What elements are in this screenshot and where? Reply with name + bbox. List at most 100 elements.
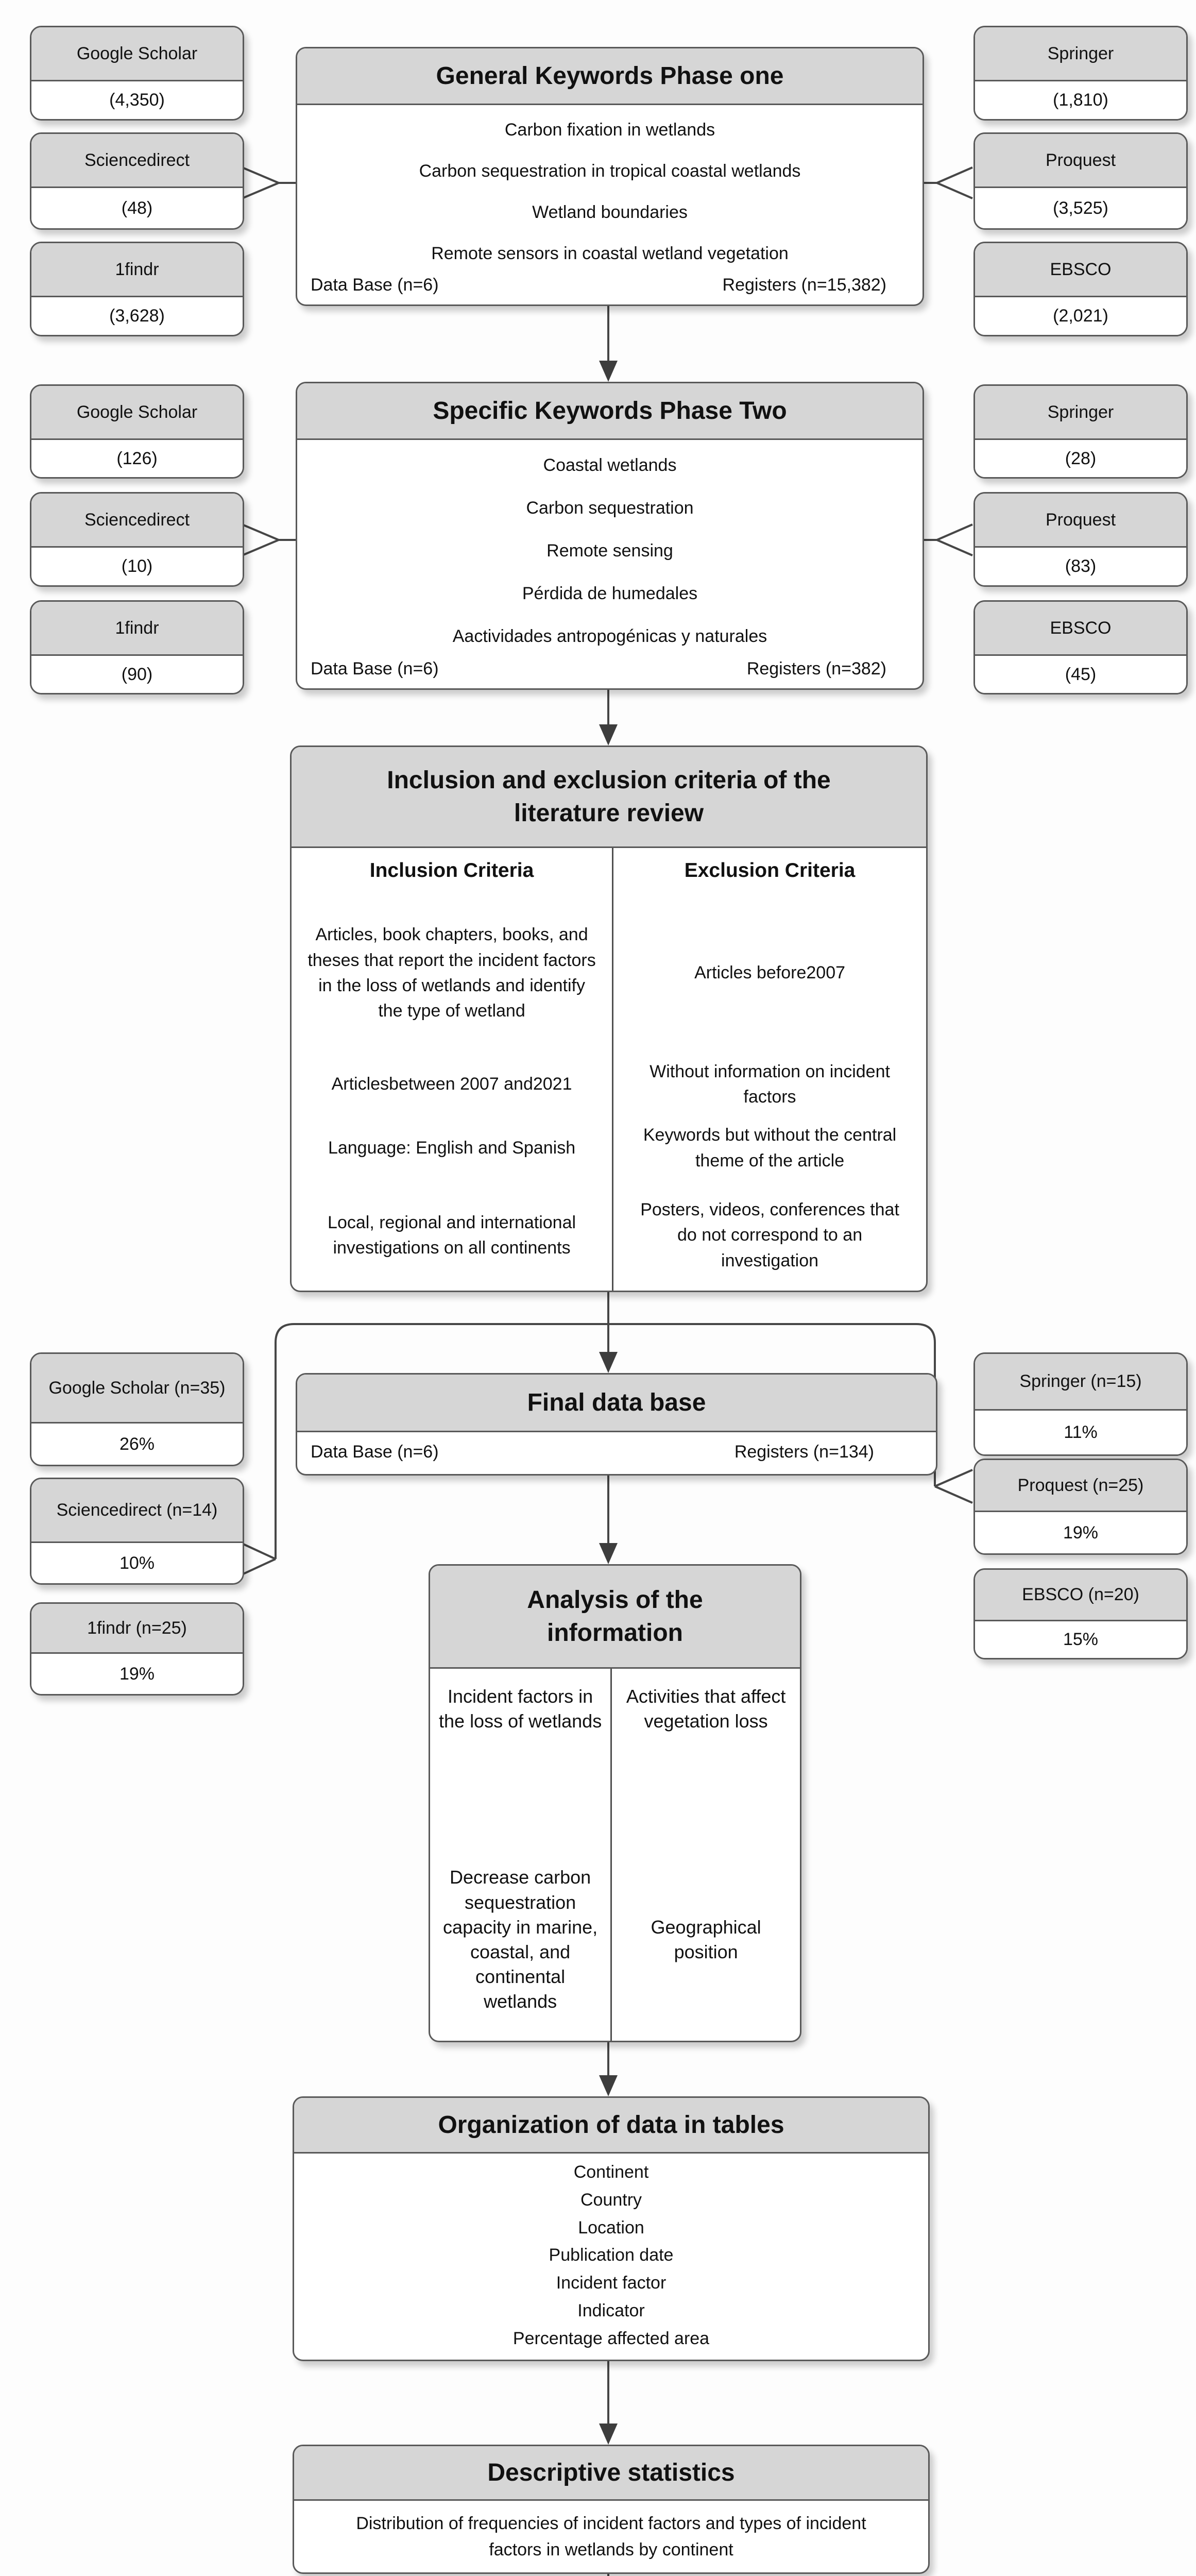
criteria-box: Inclusion and exclusion criteria of the … [290, 745, 928, 1292]
source-box-ebsco-phase2: EBSCO (45) [973, 600, 1188, 694]
source-name: Sciencedirect (n=14) [31, 1479, 243, 1543]
source-box-1findr-phase1: 1findr (3,628) [30, 242, 244, 336]
source-count: (90) [31, 656, 243, 693]
source-box-google-scholar-phase2: Google Scholar (126) [30, 384, 244, 479]
phase1-box: General Keywords Phase one Carbon fixati… [296, 47, 924, 306]
organization-box: Organization of data in tables Continent… [293, 2096, 930, 2361]
source-box-springer-final: Springer (n=15) 11% [973, 1352, 1188, 1456]
source-name: Proquest (n=25) [975, 1460, 1186, 1512]
source-name: Sciencedirect [31, 494, 243, 548]
merge-chevron-right-phase2 [921, 523, 973, 556]
organization-item: Percentage affected area [512, 2328, 710, 2348]
organization-item: Indicator [577, 2300, 645, 2320]
arrowhead [599, 1543, 618, 1564]
descriptive-box: Descriptive statistics Distribution of f… [293, 2445, 930, 2574]
keyword: Coastal wetlands [543, 455, 677, 475]
inclusion-criteria-header: Inclusion Criteria [369, 859, 534, 882]
registers-count-label: Registers (n=382) [746, 659, 886, 679]
phase2-keyword-list: Coastal wetlands Carbon sequestration Re… [297, 440, 922, 659]
descriptive-text: Distribution of frequencies of incident … [356, 2513, 866, 2560]
keyword: Wetland boundaries [532, 202, 688, 222]
inclusion-item: Articlesbetween 2007 and2021 [331, 1074, 572, 1094]
phase2-box: Specific Keywords Phase Two Coastal wetl… [296, 382, 924, 690]
analysis-item: Activities that affect vegetation loss [610, 1669, 800, 1839]
organization-item: Incident factor [556, 2273, 667, 2293]
keyword: Carbon sequestration [526, 498, 694, 518]
phase2-title: Specific Keywords Phase Two [297, 383, 922, 440]
exclusion-criteria-header: Exclusion Criteria [612, 848, 926, 893]
source-box-proquest-final: Proquest (n=25) 19% [973, 1459, 1188, 1555]
inclusion-item: Language: English and Spanish [328, 1138, 576, 1158]
source-name: Proquest [975, 494, 1186, 548]
source-count: (3,628) [31, 297, 243, 335]
source-name: Springer (n=15) [975, 1354, 1186, 1411]
analysis-item: Decrease carbon sequestration capacity i… [443, 1867, 598, 2012]
source-count: (83) [975, 548, 1186, 585]
source-box-1findr-final: 1findr (n=25) 19% [30, 1602, 244, 1696]
source-name: EBSCO (n=20) [975, 1570, 1186, 1621]
keyword: Pérdida de humedales [522, 584, 698, 603]
inclusion-item: Local, regional and international invest… [328, 1212, 576, 1258]
final-db-footer: Data Base (n=6) Registers (n=134) [297, 1432, 936, 1474]
exclusion-item: Keywords but without the central theme o… [612, 1116, 926, 1180]
source-percent: 10% [31, 1543, 243, 1583]
organization-item: Publication date [549, 2245, 674, 2265]
source-box-ebsco-final: EBSCO (n=20) 15% [973, 1568, 1188, 1659]
source-count: (48) [31, 188, 243, 228]
exclusion-item: Articles before2007 [612, 893, 926, 1053]
source-name: Google Scholar [31, 386, 243, 440]
source-count: (2,021) [975, 297, 1186, 335]
analysis-title: Analysis of the information [430, 1566, 800, 1669]
inclusion-item: Articles, book chapters, books, and thes… [307, 925, 596, 1021]
arrowhead [599, 2424, 618, 2445]
exclusion-item: Without information on incident factors [612, 1053, 926, 1116]
source-name: 1findr [31, 602, 243, 656]
criteria-title: Inclusion and exclusion criteria of the … [292, 747, 926, 848]
source-percent: 19% [31, 1654, 243, 1694]
source-count: (1,810) [975, 81, 1186, 119]
source-name: Sciencedirect [31, 134, 243, 188]
merge-chevron-right-phase1 [921, 166, 973, 199]
source-name: EBSCO [975, 243, 1186, 297]
phase1-footer: Data Base (n=6) Registers (n=15,382) [297, 275, 922, 304]
phase1-keyword-list: Carbon fixation in wetlands Carbon seque… [297, 105, 922, 275]
merge-chevron-left-phase1 [242, 166, 296, 199]
merge-chevron-left-phase2 [242, 523, 296, 556]
keyword: Carbon sequestration in tropical coastal… [419, 161, 801, 181]
source-count: (4,350) [31, 81, 243, 119]
keyword: Carbon fixation in wetlands [504, 120, 715, 140]
source-percent: 11% [975, 1411, 1186, 1454]
phase2-footer: Data Base (n=6) Registers (n=382) [297, 659, 922, 688]
arrowhead [599, 724, 618, 745]
organization-title: Organization of data in tables [294, 2098, 928, 2154]
source-box-google-scholar-phase1: Google Scholar (4,350) [30, 26, 244, 121]
source-box-sciencedirect-phase1: Sciencedirect (48) [30, 132, 244, 230]
source-box-ebsco-phase1: EBSCO (2,021) [973, 242, 1188, 336]
keyword: Aactividades antropogénicas y naturales [452, 626, 767, 646]
source-box-sciencedirect-final: Sciencedirect (n=14) 10% [30, 1478, 244, 1585]
source-name: Google Scholar (n=35) [31, 1354, 243, 1423]
source-percent: 19% [975, 1512, 1186, 1553]
registers-count-label: Registers (n=134) [734, 1442, 874, 1462]
organization-list: Continent Country Location Publication d… [294, 2154, 928, 2360]
analysis-box: Analysis of the information Incident fac… [429, 1564, 801, 2042]
keyword: Remote sensing [546, 541, 673, 561]
source-count: (10) [31, 548, 243, 585]
source-name: Springer [975, 27, 1186, 81]
analysis-grid: Incident factors in the loss of wetlands… [430, 1669, 800, 2041]
source-name: 1findr (n=25) [31, 1604, 243, 1654]
source-count: (126) [31, 440, 243, 477]
exclusion-item: Posters, videos, conferences that do not… [612, 1180, 926, 1291]
phase1-title: General Keywords Phase one [297, 48, 922, 105]
source-name: Proquest [975, 134, 1186, 188]
source-percent: 15% [975, 1621, 1186, 1658]
organization-item: Continent [573, 2162, 649, 2182]
source-name: Google Scholar [31, 27, 243, 81]
source-box-springer-phase2: Springer (28) [973, 384, 1188, 479]
database-count-label: Data Base (n=6) [311, 275, 439, 295]
source-name: Springer [975, 386, 1186, 440]
descriptive-title: Descriptive statistics [294, 2446, 928, 2501]
criteria-grid: Inclusion Criteria Exclusion Criteria Ar… [292, 848, 926, 1291]
organization-item: Country [580, 2190, 642, 2210]
source-name: EBSCO [975, 602, 1186, 656]
